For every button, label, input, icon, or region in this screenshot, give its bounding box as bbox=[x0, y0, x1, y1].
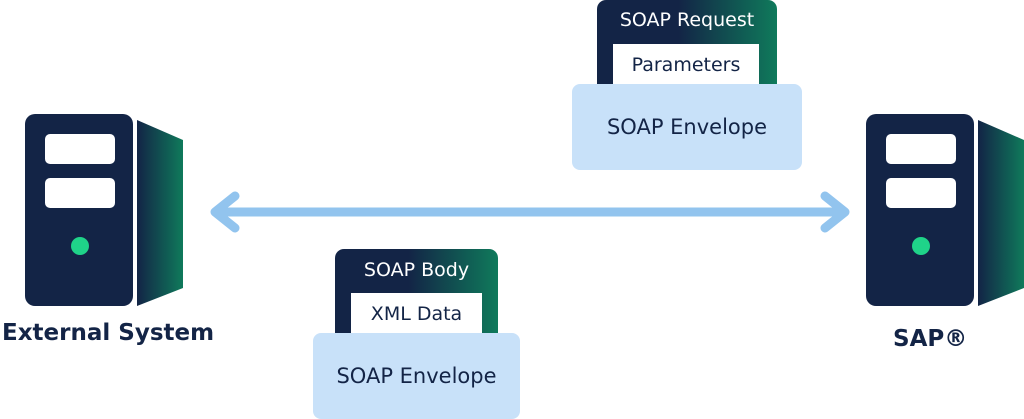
external-system-label: External System bbox=[2, 320, 215, 346]
soap-body-title: SOAP Body bbox=[363, 259, 470, 281]
xml-data-box: XML Data bbox=[351, 293, 482, 335]
external-system-server-icon bbox=[25, 112, 185, 308]
sap-label: SAP® bbox=[893, 326, 968, 352]
parameters-box: Parameters bbox=[613, 44, 759, 86]
soap-request-tab: SOAP Request Parameters bbox=[597, 0, 777, 86]
soap-body-tab: SOAP Body XML Data bbox=[335, 249, 498, 335]
soap-request-envelope: SOAP Envelope bbox=[572, 84, 802, 170]
soap-request-title: SOAP Request bbox=[619, 9, 755, 31]
soap-body-envelope: SOAP Envelope bbox=[313, 333, 520, 419]
bidirectional-arrow-icon bbox=[205, 190, 855, 234]
sap-server-icon bbox=[866, 112, 1024, 308]
